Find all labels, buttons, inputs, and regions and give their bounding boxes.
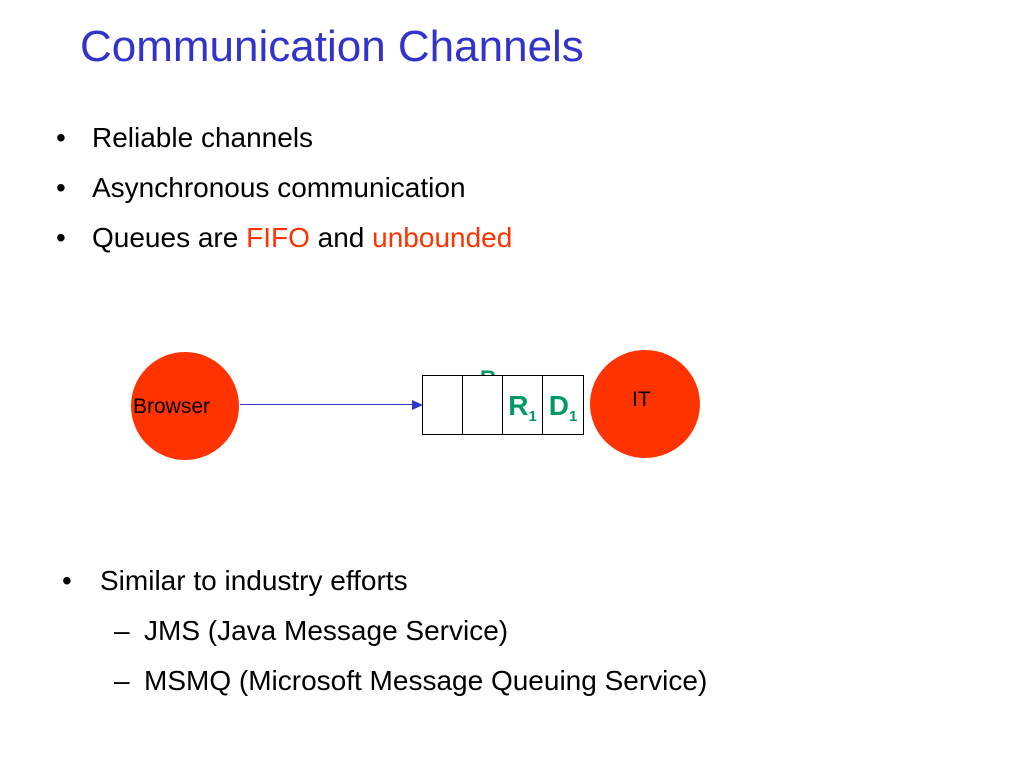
message-index: 1 — [528, 407, 537, 425]
browser-node — [131, 352, 239, 460]
message-queue: R1 D1 — [422, 375, 584, 435]
it-node — [590, 350, 700, 458]
queue-slot-empty — [423, 376, 463, 434]
dash-marker: – — [114, 665, 130, 696]
bullet-text: Reliable channels — [92, 122, 314, 153]
bullet-item: • Queues are FIFO and unbounded — [56, 218, 512, 268]
industry-bullet-list: • Similar to industry efforts –JMS (Java … — [62, 562, 707, 712]
dash-marker: – — [114, 615, 130, 646]
sub-bullet-item: –MSMQ (Microsoft Message Queuing Service… — [62, 662, 707, 712]
bullet-text-middle: and — [309, 222, 373, 253]
bullet-marker: • — [62, 565, 72, 596]
message-r1: R1 — [508, 390, 537, 425]
bullet-marker: • — [56, 222, 66, 253]
bullet-text-prefix: Queues are — [92, 222, 247, 253]
browser-node-label: Browser — [133, 395, 211, 418]
slide-title: Communication Channels — [80, 22, 584, 71]
bullet-item: • Asynchronous communication — [56, 168, 512, 218]
arrow-head-icon — [412, 400, 423, 410]
queue-slot-r1: R1 — [503, 376, 543, 434]
message-index: 1 — [568, 407, 578, 425]
message-letter: D — [548, 389, 569, 421]
channel-arrow-line — [240, 404, 414, 405]
sub-bullet-text: JMS (Java Message Service) — [144, 615, 509, 646]
sub-bullet-item: –JMS (Java Message Service) — [62, 612, 707, 662]
bullet-text: Asynchronous communication — [92, 172, 466, 203]
queue-slot-empty — [463, 376, 503, 434]
message-letter: R — [508, 389, 529, 421]
fifo-highlight: FIFO — [246, 222, 310, 253]
message-d1: D1 — [549, 390, 578, 425]
bullet-item: • Reliable channels — [56, 118, 512, 168]
unbounded-highlight: unbounded — [372, 222, 513, 253]
it-node-label: IT — [632, 388, 651, 411]
feature-bullet-list: • Reliable channels • Asynchronous communi… — [56, 118, 512, 268]
queue-slot-d1: D1 — [543, 376, 583, 434]
bullet-item: • Similar to industry efforts — [62, 562, 707, 612]
bullet-marker: • — [56, 172, 66, 203]
industry-heading: Similar to industry efforts — [100, 565, 408, 596]
bullet-marker: • — [56, 122, 66, 153]
sub-bullet-text: MSMQ (Microsoft Message Queuing Service) — [144, 665, 708, 696]
